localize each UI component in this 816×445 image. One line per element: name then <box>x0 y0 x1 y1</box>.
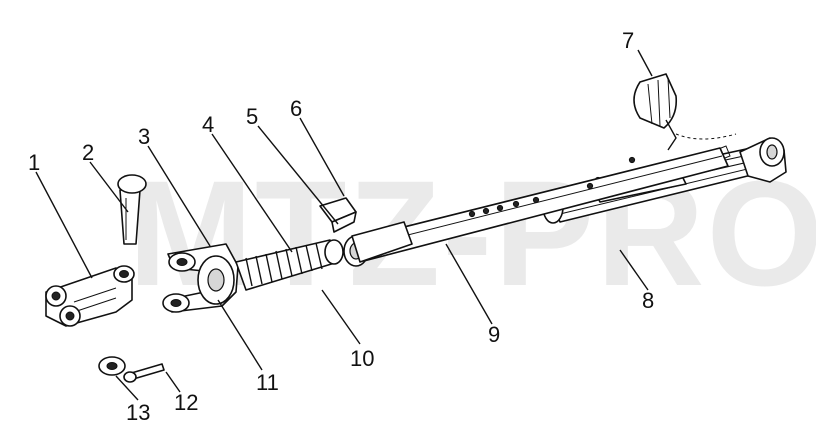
part-13-washer <box>98 356 126 376</box>
callout-2: 2 <box>82 140 94 165</box>
part-4-spring <box>235 239 344 291</box>
callout-13: 13 <box>126 400 150 425</box>
part-12-cotter-pin <box>123 363 165 383</box>
callout-7: 7 <box>622 28 634 53</box>
callout-4: 4 <box>202 112 214 137</box>
callout-12: 12 <box>174 390 198 415</box>
callout-3: 3 <box>138 124 150 149</box>
part-11-fork <box>162 243 239 313</box>
part-2-pin <box>117 174 147 245</box>
part-7-clip <box>633 73 737 151</box>
callout-6: 6 <box>290 96 302 121</box>
leader-lines <box>35 49 653 401</box>
callout-8: 8 <box>642 288 654 313</box>
callouts: 1 2 3 4 5 6 7 8 9 10 11 12 13 <box>28 28 654 425</box>
callout-10: 10 <box>350 346 374 371</box>
part-6-lock-block <box>319 197 357 233</box>
callout-9: 9 <box>488 322 500 347</box>
part-1-fork-end <box>45 265 135 327</box>
callout-5: 5 <box>246 104 258 129</box>
callout-11: 11 <box>256 370 279 395</box>
callout-1: 1 <box>28 150 40 175</box>
part-9-inner-tube <box>343 147 729 267</box>
